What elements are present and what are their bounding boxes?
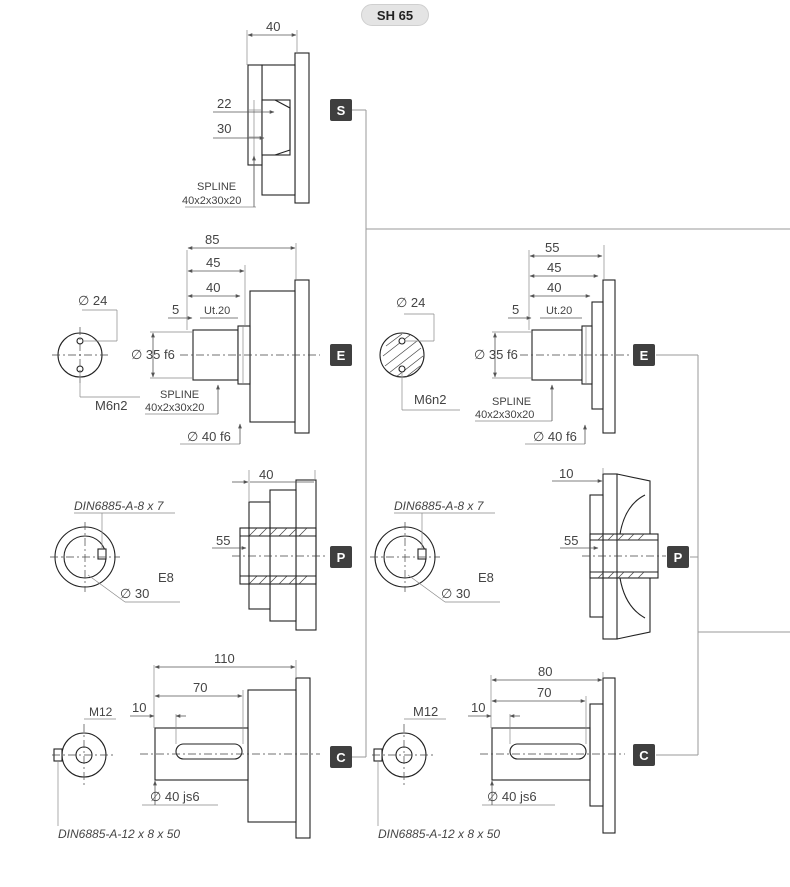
e-right-ut20: Ut.20	[546, 305, 572, 317]
e-left-dim-40: 40	[206, 280, 220, 295]
option-label-s: S	[330, 99, 352, 121]
option-label-p-right: P	[667, 546, 689, 568]
p-left-dia-30: ∅ 30	[120, 586, 149, 601]
p-left-dim-55: 55	[216, 533, 230, 548]
c-left-dim-110: 110	[214, 651, 235, 666]
c-right-dim-70: 70	[537, 685, 551, 700]
p-right-dim-10: 10	[559, 466, 573, 481]
p-left-dim-40: 40	[259, 467, 273, 482]
c-left-dim-70: 70	[193, 680, 207, 695]
s-dim-30: 30	[217, 121, 231, 136]
e-left-dim-85: 85	[205, 232, 219, 247]
c-right-drawing	[372, 672, 625, 834]
p-left-key-spec: DIN6885-A-8 x 7	[74, 499, 165, 513]
option-label-c-left: C	[330, 746, 352, 768]
e-left-dia-35f6: ∅ 35 f6	[131, 347, 175, 362]
option-label-e-right: E	[633, 344, 655, 366]
e-left-dia-40f6: ∅ 40 f6	[187, 429, 231, 444]
e-right-spline-title: SPLINE	[492, 396, 531, 408]
e-right-dia-35f6: ∅ 35 f6	[474, 347, 518, 362]
e-left-spline-title: SPLINE	[160, 389, 199, 401]
c-right-dim-80: 80	[538, 664, 552, 679]
p-right-dim-55: 55	[564, 533, 578, 548]
option-label-e-left: E	[330, 344, 352, 366]
p-right-drawing	[370, 468, 666, 640]
p-right-tol: E8	[478, 570, 494, 585]
s-spline-spec: 40x2x30x20	[182, 195, 241, 207]
e-right-dim-45: 45	[547, 260, 561, 275]
s-dim-40: 40	[266, 19, 280, 34]
e-right-drawing	[379, 245, 630, 445]
c-left-thread: M12	[89, 705, 113, 719]
e-right-thread: M6n2	[414, 392, 447, 407]
c-left-key-spec: DIN6885-A-12 x 8 x 50	[58, 827, 180, 841]
e-right-dim-40: 40	[547, 280, 561, 295]
p-right-dia-30: ∅ 30	[441, 586, 470, 601]
e-right-dia-24: ∅ 24	[396, 295, 425, 310]
p-left-tol: E8	[158, 570, 174, 585]
e-left-thread: M6n2	[95, 398, 128, 413]
option-label-p-left: P	[330, 546, 352, 568]
connector-lines	[352, 109, 790, 758]
s-spline-title: SPLINE	[197, 181, 236, 193]
c-right-dia-40js6: ∅ 40 js6	[487, 789, 537, 804]
e-left-ut20: Ut.20	[204, 305, 230, 317]
c-left-dia-40js6: ∅ 40 js6	[150, 789, 200, 804]
e-right-dia-40f6: ∅ 40 f6	[533, 429, 577, 444]
c-right-key-spec: DIN6885-A-12 x 8 x 50	[378, 827, 500, 841]
e-left-dim-45: 45	[206, 255, 220, 270]
e-right-dim-55: 55	[545, 240, 559, 255]
p-left-drawing	[50, 470, 326, 631]
e-right-spline-spec: 40x2x30x20	[475, 409, 534, 421]
e-left-drawing	[52, 243, 320, 445]
c-right-dim-10: 10	[471, 700, 485, 715]
e-right-dim-5: 5	[512, 302, 519, 317]
e-left-dia-24: ∅ 24	[78, 293, 107, 308]
s-dim-22: 22	[217, 96, 231, 111]
option-label-c-right: C	[633, 744, 655, 766]
e-left-spline-spec: 40x2x30x20	[145, 402, 204, 414]
e-left-dim-5: 5	[172, 302, 179, 317]
c-left-drawing	[52, 660, 320, 839]
c-left-dim-10: 10	[132, 700, 146, 715]
s-option-drawing	[185, 30, 310, 208]
p-right-key-spec: DIN6885-A-8 x 7	[394, 499, 485, 513]
model-badge: SH 65	[361, 4, 429, 26]
c-right-thread: M12	[413, 704, 438, 719]
